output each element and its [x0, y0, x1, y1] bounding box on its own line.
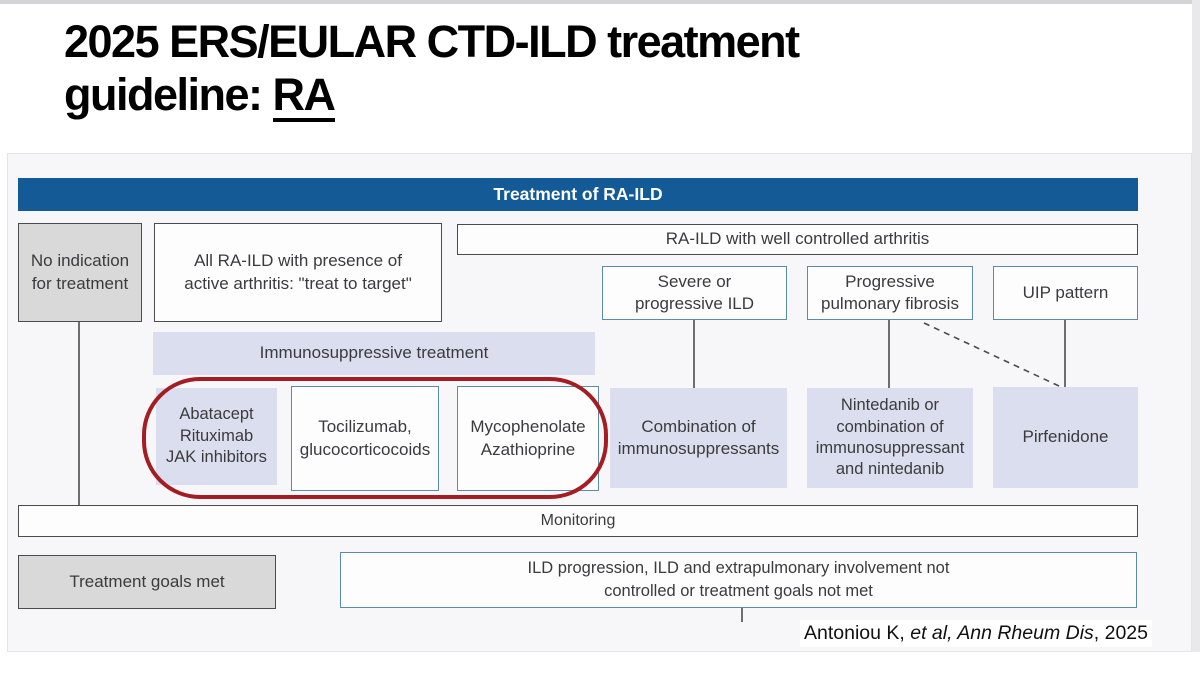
box-pirfenidone: Pirfenidone — [993, 387, 1138, 488]
diagram-header-label: Treatment of RA-ILD — [493, 184, 663, 204]
box-ild-progression-not-controlled: ILD progression, ILD and extrapulmonary … — [340, 552, 1137, 608]
citation-year: , 2025 — [1093, 622, 1148, 644]
diagram-header-bar: Treatment of RA-ILD — [18, 178, 1138, 211]
top-edge-strip — [0, 0, 1200, 4]
box-combination-immunosuppressants: Combination of immunosuppressants — [610, 388, 787, 488]
box-well-controlled-arthritis: RA-ILD with well controlled arthritis — [457, 224, 1138, 255]
box-all-ra-ild-active-arthritis: All RA-ILD with presence of active arthr… — [154, 223, 442, 322]
title-line-2-prefix: guideline: — [64, 68, 273, 120]
box-progressive-pulmonary-fibrosis: Progressive pulmonary fibrosis — [807, 266, 973, 320]
citation: Antoniou K, et al, Ann Rheum Dis, 2025 — [800, 620, 1152, 647]
bar-monitoring: Monitoring — [18, 505, 1138, 537]
citation-authors: Antoniou K, — [804, 622, 911, 644]
title-line-1: 2025 ERS/EULAR CTD-ILD treatment — [64, 16, 800, 67]
box-uip-pattern: UIP pattern — [993, 266, 1138, 320]
red-highlight-ellipse — [142, 377, 608, 499]
box-treatment-goals-met: Treatment goals met — [18, 555, 276, 609]
band-immunosuppressive-treatment: Immunosuppressive treatment — [153, 332, 595, 375]
right-edge-strip — [1192, 0, 1200, 652]
citation-journal-italic: et al, Ann Rheum Dis — [910, 622, 1094, 644]
title-emphasis-underlined: RA — [272, 68, 336, 122]
box-no-indication: No indication for treatment — [18, 223, 142, 322]
box-nintedanib-combination: Nintedanib or combination of immunosuppr… — [807, 388, 973, 488]
box-tocilizumab-glucocorticoids: Tocilizumab, glucocorticocoids — [291, 386, 439, 491]
box-severe-progressive-ild: Severe or progressive ILD — [602, 266, 787, 320]
